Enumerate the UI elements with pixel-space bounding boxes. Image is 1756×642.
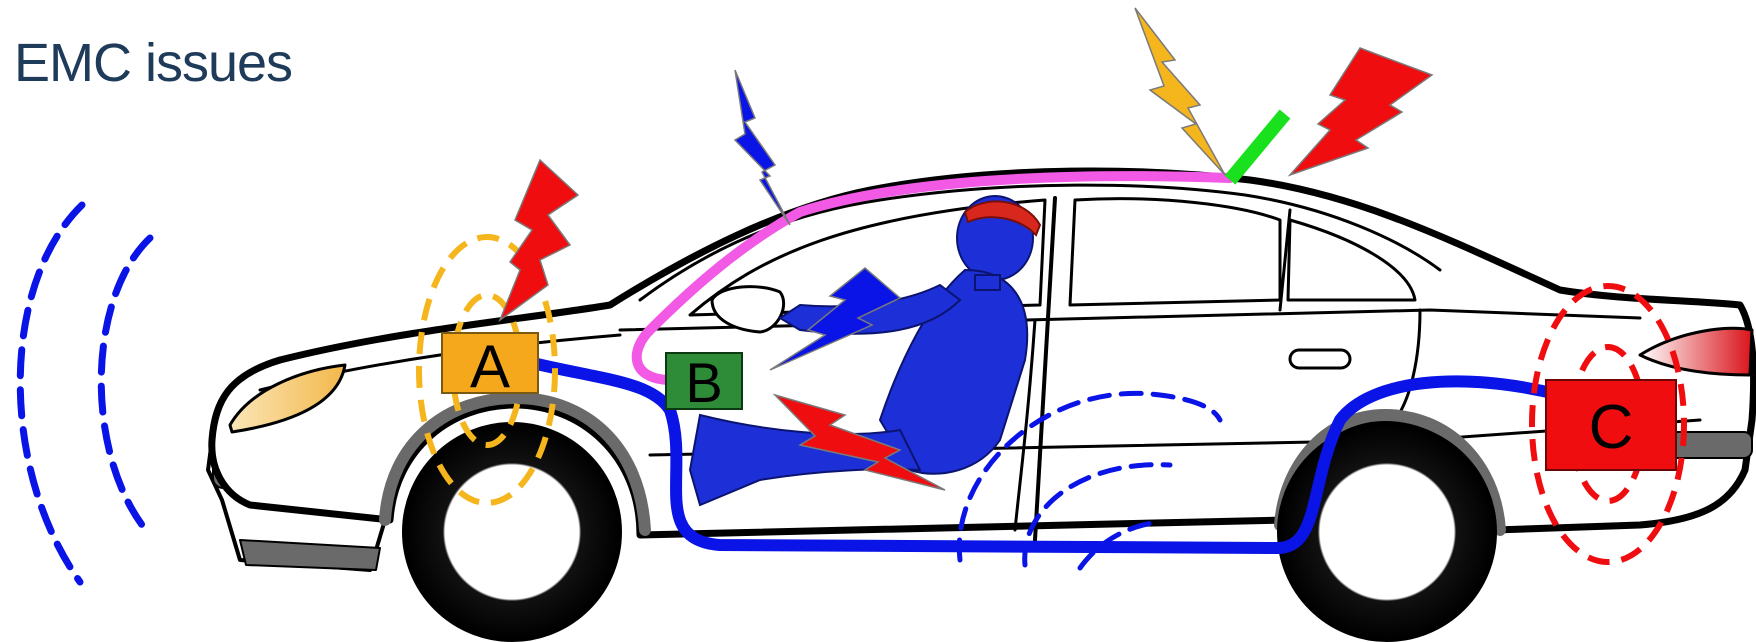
rear-wheel <box>1277 422 1497 642</box>
lightning-bolts <box>498 7 1434 491</box>
coupling-wave-3 <box>1077 519 1163 571</box>
wheels <box>402 422 1497 642</box>
lightning-bolt-icon <box>733 69 791 226</box>
roof-antenna-cable <box>631 171 1235 385</box>
b-pillar <box>1033 196 1057 542</box>
c-pillar <box>1278 208 1292 312</box>
lightning-bolt-icon <box>769 267 902 371</box>
front-lower-lip <box>239 539 381 571</box>
module-b-box <box>665 352 743 410</box>
rear-wheel-arch <box>1274 409 1506 536</box>
emission-wave-outer <box>16 201 86 586</box>
lightning-bolt-icon <box>1134 7 1226 176</box>
module-a-box <box>441 332 539 394</box>
front-wheel-arch <box>379 392 651 536</box>
antenna-icon <box>1224 109 1291 185</box>
occupant-torso <box>878 268 1029 475</box>
rear-door-handle <box>1288 348 1352 370</box>
rear-door-window <box>1068 197 1282 307</box>
rear-window <box>1286 218 1417 302</box>
module-b: B <box>665 351 743 414</box>
lightning-bolt-icon <box>772 393 946 491</box>
occupant-head-hazard <box>963 200 1042 237</box>
module-a-label: A <box>470 333 510 400</box>
emission-wave-inner <box>97 234 154 539</box>
taillight <box>1638 326 1754 377</box>
occupant-figure <box>688 195 1042 507</box>
headlight <box>228 363 347 434</box>
module-c-box <box>1545 379 1677 471</box>
page-title: EMC issues <box>14 33 293 93</box>
side-mirror <box>710 285 786 334</box>
lightning-bolt-icon <box>1287 47 1434 177</box>
coupling-wave-2 <box>1022 462 1173 568</box>
module-c: C <box>1545 379 1677 471</box>
module-a: A <box>441 332 539 400</box>
front-wheel <box>402 422 622 642</box>
occupant-neck <box>974 274 1001 291</box>
radiated-emission-icon <box>16 201 154 586</box>
module-b-label: B <box>685 351 722 414</box>
internal-coupling-waves <box>956 390 1223 571</box>
module-c-label: C <box>1589 393 1634 462</box>
coupling-wave-1 <box>956 390 1223 563</box>
lightning-bolt-icon <box>498 158 580 323</box>
front-door-rear-edge <box>1013 318 1037 532</box>
wiring-harness <box>514 354 1566 555</box>
